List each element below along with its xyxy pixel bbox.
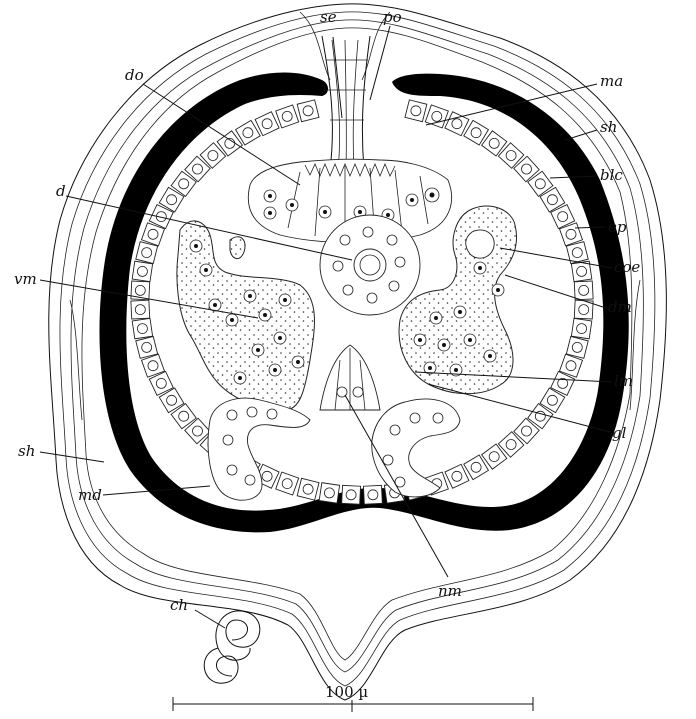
label-se: se — [320, 8, 337, 26]
epithelial-cell-nucleus — [535, 179, 545, 189]
label-lm: lm — [614, 372, 633, 390]
epithelial-cell-nucleus — [566, 229, 576, 239]
epithelial-cell-nucleus — [137, 324, 147, 334]
epithelial-cell-nucleus — [572, 248, 582, 258]
epithelial-cell-nucleus — [135, 285, 145, 295]
epithelial-cell-nucleus — [547, 195, 557, 205]
label-coe: coe — [614, 258, 640, 276]
epithelial-cell-nucleus — [135, 305, 145, 315]
epithelial-cell-nucleus — [432, 111, 442, 121]
epithelial-cell-nucleus — [167, 195, 177, 205]
epithelial-cell-nucleus — [572, 342, 582, 352]
label-dm: dm — [608, 298, 632, 316]
label-d: d — [56, 182, 66, 200]
epithelial-cell-nucleus — [579, 305, 589, 315]
septum-funnel — [322, 36, 370, 170]
nerve-mass — [320, 345, 380, 410]
epithelial-cell-nucleus — [368, 490, 378, 500]
scale-bar: 100 µ — [173, 683, 533, 712]
label-sh-right: sh — [600, 118, 617, 136]
label-ch: ch — [170, 596, 188, 614]
epithelial-cell-nucleus — [489, 138, 499, 148]
epithelial-cell-nucleus — [179, 179, 189, 189]
epithelial-cell-nucleus — [577, 266, 587, 276]
epithelial-cell-nucleus — [148, 361, 158, 371]
epithelial-cell-nucleus — [193, 164, 203, 174]
epithelial-cell-nucleus — [282, 111, 292, 121]
epithelial-cell-nucleus — [547, 395, 557, 405]
epithelial-cell-nucleus — [506, 151, 516, 161]
gut-ring — [320, 215, 420, 315]
epithelial-cell-nucleus — [148, 229, 158, 239]
epithelial-cell-nucleus — [142, 342, 152, 352]
epithelial-cell-nucleus — [558, 212, 568, 222]
epithelial-cell-nucleus — [282, 479, 292, 489]
label-nm: nm — [438, 582, 462, 600]
epithelial-cell-nucleus — [142, 248, 152, 258]
epithelial-cell-nucleus — [579, 285, 589, 295]
epithelial-cell-nucleus — [324, 488, 334, 498]
scale-bar-label: 100 µ — [325, 683, 368, 701]
epithelial-cell-nucleus — [208, 151, 218, 161]
epithelial-cell-nucleus — [179, 411, 189, 421]
label-sh-left: sh — [18, 442, 35, 460]
epithelial-cell-nucleus — [566, 361, 576, 371]
label-po: po — [383, 8, 402, 26]
label-ma: ma — [600, 72, 623, 90]
epithelial-cell-nucleus — [262, 119, 272, 129]
label-gl: gl — [612, 424, 627, 442]
epithelial-cell-nucleus — [452, 119, 462, 129]
epithelial-cell-nucleus — [452, 471, 462, 481]
label-ep: ep — [608, 218, 627, 236]
epithelial-cell-nucleus — [346, 490, 356, 500]
label-md: md — [78, 486, 102, 504]
epithelial-cell-nucleus — [156, 378, 166, 388]
epithelial-cell-nucleus — [471, 462, 481, 472]
epithelial-cell-nucleus — [193, 426, 203, 436]
label-blc: blc — [600, 166, 623, 184]
epithelial-cell-nucleus — [303, 484, 313, 494]
epithelial-cell-nucleus — [411, 106, 421, 116]
epithelial-cell-nucleus — [243, 128, 253, 138]
epithelial-cell-nucleus — [506, 440, 516, 450]
chaeta-spiral — [204, 611, 260, 683]
epithelial-cell-nucleus — [471, 128, 481, 138]
epithelial-cell-nucleus — [522, 426, 532, 436]
epithelial-cell-nucleus — [167, 395, 177, 405]
epithelial-cell-nucleus — [303, 106, 313, 116]
epithelial-cell-nucleus — [577, 324, 587, 334]
epithelial-cell-nucleus — [522, 164, 532, 174]
epithelial-cell-nucleus — [262, 471, 272, 481]
label-do: do — [125, 66, 144, 84]
epithelial-cell-nucleus — [489, 452, 499, 462]
label-vm: vm — [14, 270, 37, 288]
epithelial-cell-nucleus — [137, 266, 147, 276]
